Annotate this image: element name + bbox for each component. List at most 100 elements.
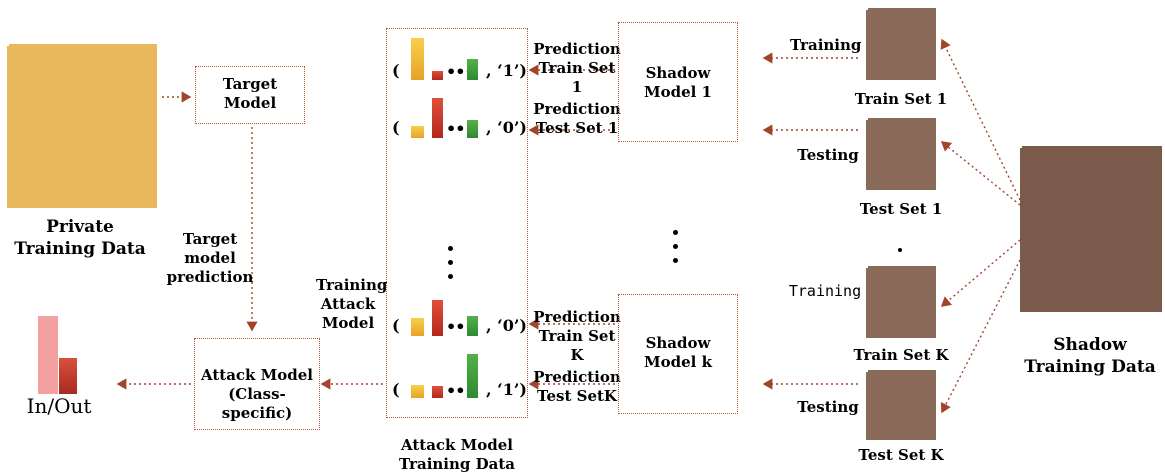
ellipsis-dot xyxy=(448,246,453,251)
face-tile xyxy=(866,266,868,268)
training-attack-line3: Model xyxy=(321,314,375,332)
ellipsis-dot xyxy=(448,274,453,279)
record-label-value: ‘1’ xyxy=(497,380,520,399)
record-open-paren: ( xyxy=(392,380,400,399)
shadow-model-k-box xyxy=(618,294,738,414)
shadow-model-1-label: Shadow Model 1 xyxy=(618,64,738,102)
record-label-value: ‘0’ xyxy=(497,118,520,137)
test-set-k-label: Test Set K xyxy=(858,446,944,464)
train-set-k-image xyxy=(866,266,936,338)
target-prediction-line3: prediction xyxy=(166,268,254,286)
record-open-paren: ( xyxy=(392,61,400,80)
prediction-label-test-1: Prediction Test Set 1 xyxy=(532,100,622,138)
record-label: , ‘1’) xyxy=(486,380,527,399)
training-label-k: Training xyxy=(788,282,862,300)
record-bar-yellow xyxy=(411,126,424,138)
target-model-label: Target Model xyxy=(195,75,305,113)
shadow-model-k-line2: Model k xyxy=(644,353,712,371)
ellipsis-dot xyxy=(448,260,453,265)
face-tile xyxy=(866,118,868,120)
train-set-1-label: Train Set 1 xyxy=(854,90,948,108)
target-model-line1: Target xyxy=(222,75,278,93)
prediction-line2: Test SetK xyxy=(537,387,617,405)
record-label-value: ‘0’ xyxy=(497,316,520,335)
target-model-line2: Model xyxy=(223,94,277,112)
shadow-model-k-label: Shadow Model k xyxy=(618,334,738,372)
out-bar xyxy=(59,358,77,394)
target-prediction-line2: model xyxy=(184,249,236,267)
prediction-label-test-k: Prediction Test SetK xyxy=(532,368,622,406)
face-tile xyxy=(866,8,868,10)
record-bar-green xyxy=(467,59,478,80)
train-set-1-image xyxy=(866,8,936,80)
record-bar-red xyxy=(432,98,443,138)
prediction-line1: Prediction xyxy=(533,308,621,326)
attack-model-line2: (Class-specific) xyxy=(221,385,293,422)
private-data-line2: Training Data xyxy=(14,239,146,259)
test-set-1-image xyxy=(866,118,936,190)
training-attack-line2: Attack xyxy=(320,295,376,313)
in-bar xyxy=(38,316,58,394)
prediction-line2: Train Set 1 xyxy=(538,59,616,96)
private-data-line1: Private xyxy=(46,217,114,237)
attack-model-box xyxy=(194,338,320,430)
test-set-k-image xyxy=(866,370,936,440)
attack-training-data-line2: Training Data xyxy=(399,455,515,473)
attack-model-line1: Attack Model xyxy=(200,366,314,384)
attack-training-data-box xyxy=(386,28,528,418)
face-tile xyxy=(7,44,9,46)
attack-model-label: Attack Model (Class-specific) xyxy=(194,366,320,423)
prediction-line2: Test Set 1 xyxy=(535,119,619,137)
attack-training-data-label: Attack Model Training Data xyxy=(386,436,528,474)
record-bar-red xyxy=(432,300,443,336)
prediction-label-train-1: Prediction Train Set 1 xyxy=(532,40,622,97)
record-bar-yellow xyxy=(411,38,424,80)
record-label-value: ‘1’ xyxy=(497,61,520,80)
prediction-label-train-k: Prediction Train Set K xyxy=(530,308,624,365)
shadow-model-1-line2: Model 1 xyxy=(644,83,712,101)
private-data-label: Private Training Data xyxy=(0,216,160,260)
record-open-paren: ( xyxy=(392,316,400,335)
record-bar-red xyxy=(432,71,443,80)
target-model-box xyxy=(195,66,305,124)
shadow-model-k-line1: Shadow xyxy=(645,334,711,352)
prediction-line2: Train Set K xyxy=(538,327,616,364)
shadow-data-line1: Shadow xyxy=(1053,335,1127,355)
record-bar-green xyxy=(467,354,478,398)
prediction-line1: Prediction xyxy=(533,40,621,58)
record-label: , ‘1’) xyxy=(486,61,527,80)
shadow-data-label: Shadow Training Data xyxy=(1016,334,1164,378)
test-set-1-label: Test Set 1 xyxy=(859,200,943,218)
record-bar-yellow xyxy=(411,318,424,336)
target-prediction-line1: Target xyxy=(182,230,238,248)
face-tile xyxy=(866,370,868,372)
testing-label-1: Testing xyxy=(797,146,859,164)
shadow-model-1-box xyxy=(618,22,738,142)
record-label: , ‘0’) xyxy=(486,118,527,137)
testing-label-k: Testing xyxy=(797,398,859,416)
ellipsis-dot xyxy=(898,248,902,252)
training-label-1: Training xyxy=(790,36,862,54)
target-prediction-label: Target model prediction xyxy=(160,230,260,287)
ellipsis-dot xyxy=(673,258,678,263)
shadow-data-line2: Training Data xyxy=(1024,357,1156,377)
record-bar-green xyxy=(467,120,478,138)
in-out-label: In/Out xyxy=(26,394,92,418)
training-attack-line1: Training xyxy=(316,276,388,294)
training-attack-label: Training Attack Model xyxy=(316,276,388,333)
record-bar-yellow xyxy=(411,385,424,398)
record-open-paren: ( xyxy=(392,118,400,137)
shadow-training-data-image xyxy=(1020,146,1162,312)
record-bar-red xyxy=(432,386,443,398)
train-set-k-label: Train Set K xyxy=(853,346,949,364)
face-tile xyxy=(1020,146,1022,148)
prediction-line1: Prediction xyxy=(533,368,621,386)
ellipsis-dot xyxy=(673,230,678,235)
record-label: , ‘0’) xyxy=(486,316,527,335)
attack-training-data-line1: Attack Model xyxy=(400,436,514,454)
ellipsis-dot xyxy=(673,244,678,249)
private-training-data-image xyxy=(7,44,157,208)
prediction-line1: Prediction xyxy=(533,100,621,118)
record-bar-green xyxy=(467,316,478,336)
